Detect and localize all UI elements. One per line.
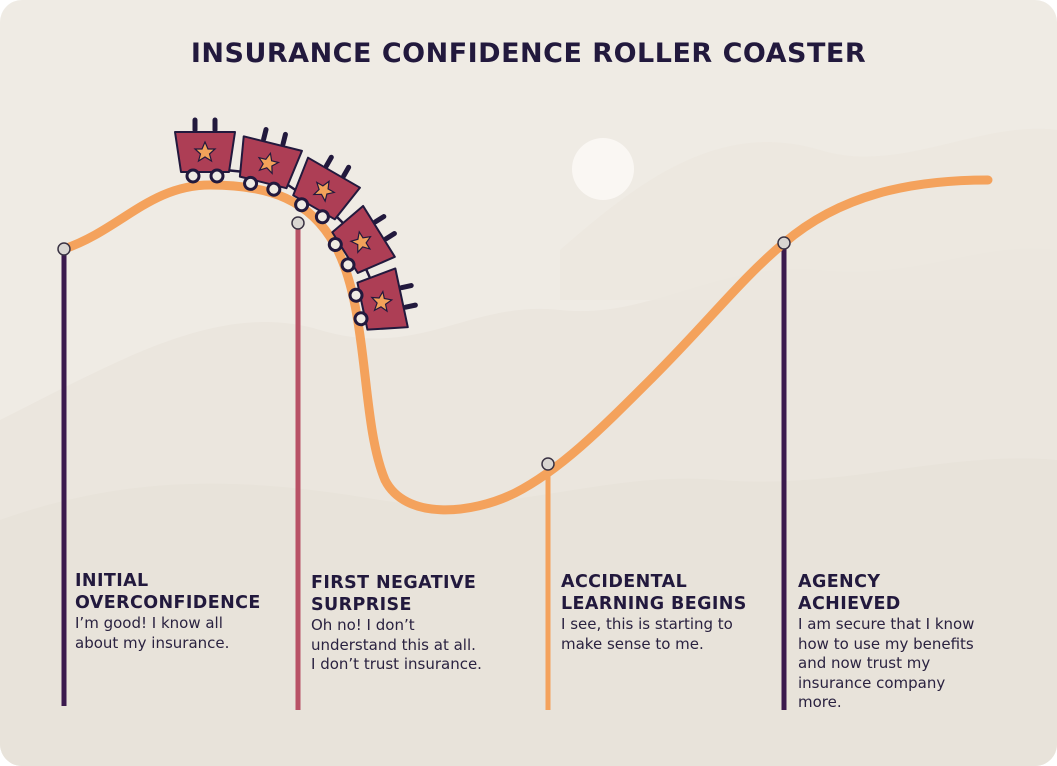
stage-heading: ACCIDENTAL LEARNING BEGINS [561,571,791,615]
stage-heading: INITIAL OVERCONFIDENCE [75,570,305,614]
stage-description: I am secure that I know how to use my be… [798,615,1028,713]
node-accidental-learning [542,458,554,470]
stage-initial-overconfidence: INITIAL OVERCONFIDENCE I’m good! I know … [75,570,305,653]
node-initial-overconfidence [58,243,70,255]
node-agency-achieved [778,237,790,249]
stage-agency-achieved: AGENCY ACHIEVED I am secure that I know … [798,571,1028,713]
stage-heading: FIRST NEGATIVE SURPRISE [311,572,541,616]
node-first-negative-surprise [292,217,304,229]
stage-heading: AGENCY ACHIEVED [798,571,1028,615]
diagram-title: INSURANCE CONFIDENCE ROLLER COASTER [0,38,1057,69]
cart-1 [175,120,235,182]
stage-description: I’m good! I know all about my insurance. [75,614,305,653]
stage-accidental-learning: ACCIDENTAL LEARNING BEGINS I see, this i… [561,571,791,654]
stage-description: I see, this is starting to make sense to… [561,615,791,654]
stage-first-negative-surprise: FIRST NEGATIVE SURPRISE Oh no! I don’t u… [311,572,541,675]
sun-icon [572,138,634,200]
stage-description: Oh no! I don’t understand this at all. I… [311,616,541,675]
